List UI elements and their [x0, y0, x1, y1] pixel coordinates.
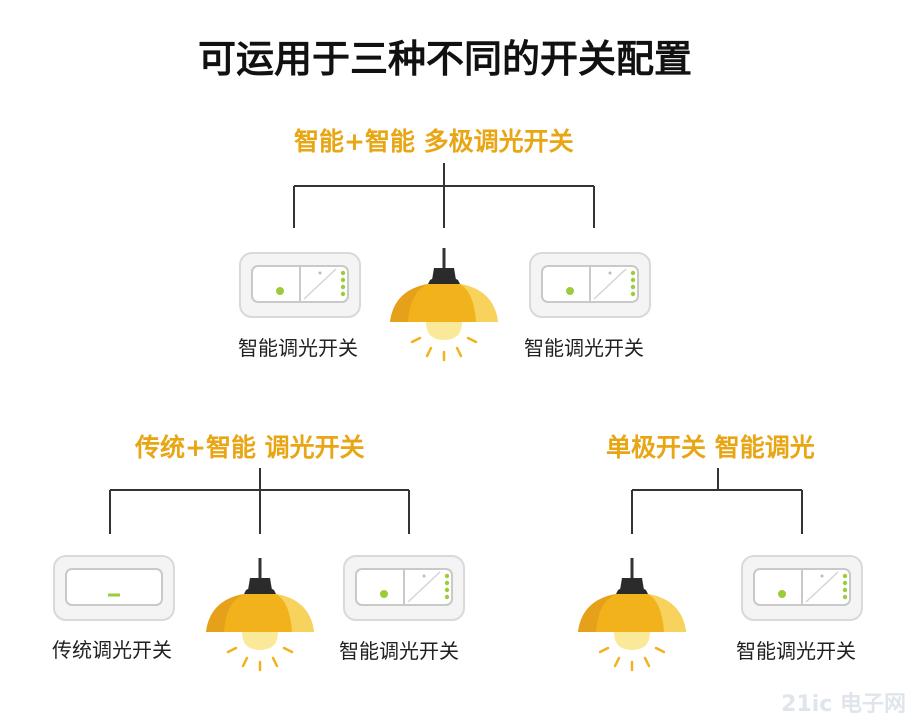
config1-connector	[293, 163, 595, 228]
config1-heading: 智能+智能 多极调光开关	[294, 127, 574, 156]
config1-right-label: 智能调光开关	[524, 336, 644, 360]
config1-lamp-icon	[388, 246, 500, 362]
config1-left-label: 智能调光开关	[238, 336, 358, 360]
config1-left-smart-switch	[239, 252, 361, 318]
config2-right-label: 智能调光开关	[339, 639, 459, 663]
config3-right-smart-switch	[741, 555, 863, 621]
config2-left-label: 传统调光开关	[52, 638, 172, 662]
config1-right-smart-switch	[529, 252, 651, 318]
config2-left-traditional-switch	[52, 554, 176, 622]
config3-lamp-icon	[576, 556, 688, 672]
config2-heading: 传统+智能 调光开关	[135, 433, 365, 462]
page-title: 可运用于三种不同的开关配置	[197, 37, 692, 81]
config2-connector	[109, 468, 410, 534]
config2-right-smart-switch	[343, 555, 465, 621]
config2-lamp-icon	[204, 556, 316, 672]
config3-connector	[631, 468, 803, 534]
config3-heading: 单极开关 智能调光	[606, 433, 815, 462]
watermark-logo: 21ic 电子网	[781, 692, 906, 717]
config3-right-label: 智能调光开关	[736, 639, 856, 663]
